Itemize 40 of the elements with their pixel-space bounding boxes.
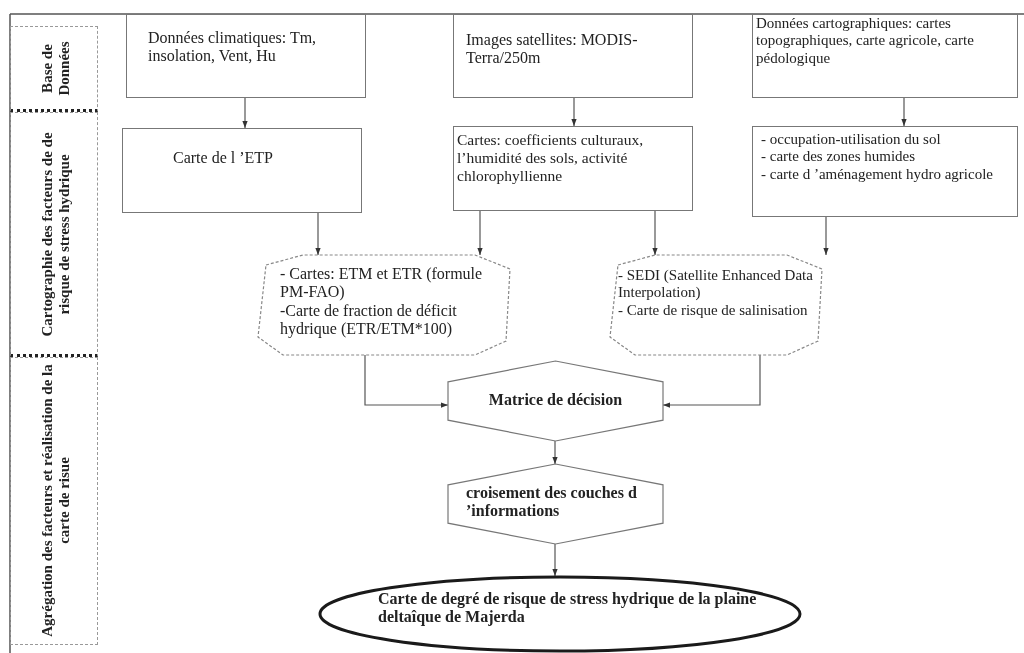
node-text: Données climatiques: Tm, insolation, Vent, Hu [148,29,318,66]
lane-title: Base de Données [38,40,72,98]
process-hexagon [448,361,663,441]
lane-title: Cartographie des facteurs de de risque de stress hydrique [38,130,72,339]
process-box [126,14,366,98]
result-ellipse [318,575,802,651]
node-text: Données cartographiques: cartes topographiques, carte agricole, carte pédologique [756,15,975,67]
swimlane-label [10,357,98,645]
process-box [122,128,362,213]
node-text: - Carte de risque de salinisation [618,301,809,319]
swimlane-label [10,26,98,112]
arrow [364,354,449,408]
node-text: - carte des zones humides [761,148,917,166]
arrow [571,97,577,127]
process-box [453,14,693,98]
node-text: - SEDI (Satellite Enhanced Data Interpolation) [618,267,814,302]
process-box [752,126,1018,217]
arrow [901,97,907,127]
node-text: Carte de l ’ETP [173,149,274,168]
node-text: - Cartes: ETM et ETR (formule PM-FAO) [280,265,484,302]
arrow [552,543,558,577]
node-text: croisement des couches d ’informations [466,484,638,521]
arrow [552,440,558,465]
process-hexagon [448,464,663,544]
arrow [477,210,483,256]
process-box [453,126,693,211]
arrow [315,212,321,256]
arrow [242,97,248,129]
node-text: -Carte de fraction de déficit hydrique (ETR/ETM*100) [280,301,458,339]
arrow [652,210,658,256]
node-text: Images satellites: MODIS-Terra/250m [466,31,639,68]
node-text: Cartes: coefficients culturaux, l’humidité des sols, activité chlorophyllienne [457,131,645,185]
lane-title: Agrégation des facteurs et réalisation de la carte de risue [38,363,72,639]
node-text: Matrice de décision [487,391,624,410]
process-box [752,14,1018,98]
node-text: - occupation-utilisation du sol [761,131,942,149]
swimlane-label [10,112,98,357]
node-text: Carte de degré de risque de stress hydrique de la plaine deltaîque de Majerda [378,590,758,627]
node-text: - carte d ’aménagement hydro agricole [761,165,994,183]
arrow [823,216,829,256]
